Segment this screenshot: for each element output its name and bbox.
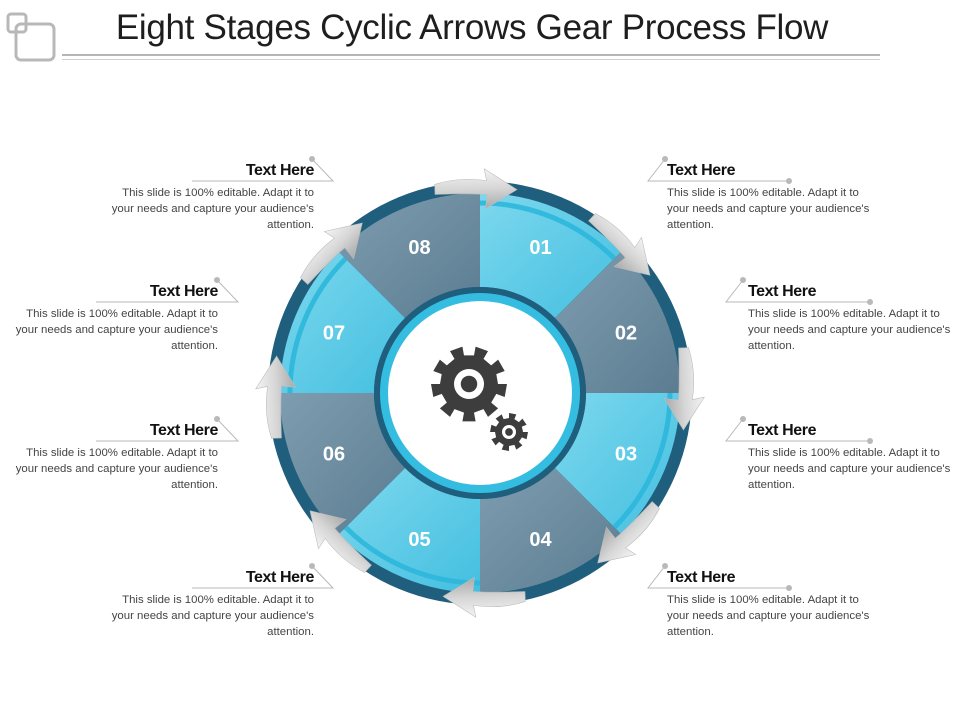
callout-dot-a-02 xyxy=(740,277,746,283)
segment-accent-01 xyxy=(479,200,617,261)
cycle-arrow-7 xyxy=(255,355,297,439)
callout-text-08: This slide is 100% editable. Adapt it to… xyxy=(111,187,314,231)
callout-heading-07: Text Here xyxy=(149,283,219,300)
callout-line-05 xyxy=(192,565,335,589)
numbers-layer: 01 02 03 04 05 06 07 08 xyxy=(323,237,637,551)
callout-heading-06: Text Here xyxy=(149,422,219,439)
gear-hub xyxy=(505,428,513,436)
segment-01 xyxy=(480,193,622,319)
callout-text-02: This slide is 100% editable. Adapt it to… xyxy=(748,308,951,352)
stage-number-01: 01 xyxy=(529,237,551,259)
callout-dot-06 xyxy=(214,416,220,422)
callout-line-06 xyxy=(96,418,240,442)
corner-squares-icon xyxy=(6,12,56,62)
cycle-arrow-3 xyxy=(663,347,705,431)
cycle-arrow-1 xyxy=(434,168,518,210)
callout-line-01 xyxy=(646,158,789,182)
callout-dot-05 xyxy=(309,563,315,569)
cycle-arrow-4 xyxy=(597,501,660,564)
callout-dot-07 xyxy=(214,277,220,283)
callout-text-03: This slide is 100% editable. Adapt it to… xyxy=(748,447,951,491)
callout-text-04: This slide is 100% editable. Adapt it to… xyxy=(667,594,870,638)
callout-line-07 xyxy=(96,279,240,303)
segment-02 xyxy=(554,251,680,393)
callout-heading-02: Text Here xyxy=(748,283,817,300)
stage-number-06: 06 xyxy=(323,443,345,465)
callout-dot-a-01 xyxy=(662,156,668,162)
cycle-arrow-8 xyxy=(300,222,363,285)
callout-text-06: This slide is 100% editable. Adapt it to… xyxy=(15,447,218,491)
segment-03 xyxy=(554,393,680,535)
segment-08 xyxy=(338,193,480,319)
segment-05 xyxy=(338,467,480,593)
callout-line-04 xyxy=(646,565,789,589)
callout-text-01: This slide is 100% editable. Adapt it to… xyxy=(667,187,870,231)
callout-heading-01: Text Here xyxy=(667,162,736,179)
callout-dot-b-03 xyxy=(867,438,873,444)
callout-dot-b-01 xyxy=(786,178,792,184)
callout-text-05: This slide is 100% editable. Adapt it to… xyxy=(111,594,314,638)
arrows-layer xyxy=(255,168,705,618)
gear-hub xyxy=(460,375,478,393)
callout-text-07: This slide is 100% editable. Adapt it to… xyxy=(15,308,218,352)
segment-accent-07 xyxy=(287,256,348,394)
cycle-arrow-6 xyxy=(309,510,372,573)
stage-number-08: 08 xyxy=(408,237,430,259)
segment-04 xyxy=(480,467,622,593)
cycle-arrow-5 xyxy=(442,576,526,618)
callout-heading-05: Text Here xyxy=(245,569,315,586)
callout-dot-a-04 xyxy=(662,563,668,569)
callout-heading-08: Text Here xyxy=(245,162,315,179)
callout-dot-08 xyxy=(309,156,315,162)
segments-layer xyxy=(280,193,680,593)
cycle-arrow-2 xyxy=(588,213,651,276)
callout-connectors xyxy=(96,156,873,591)
segment-accent-03 xyxy=(612,392,673,530)
segment-07 xyxy=(280,251,406,393)
stage-number-07: 07 xyxy=(323,323,345,345)
stage-number-02: 02 xyxy=(615,323,637,345)
callout-line-02 xyxy=(724,279,870,303)
callout-dot-b-02 xyxy=(867,299,873,305)
segment-06 xyxy=(280,393,406,535)
page-title: Eight Stages Cyclic Arrows Gear Process … xyxy=(115,8,829,47)
stage-number-04: 04 xyxy=(529,529,552,551)
title-divider xyxy=(62,54,880,60)
callout-dot-b-04 xyxy=(786,585,792,591)
stage-number-03: 03 xyxy=(615,443,637,465)
callout-line-08 xyxy=(192,158,335,182)
stage-number-05: 05 xyxy=(408,529,430,551)
callout-heading-04: Text Here xyxy=(667,569,736,586)
callout-line-03 xyxy=(724,418,870,442)
callout-heading-03: Text Here xyxy=(748,422,817,439)
gear-icon xyxy=(431,346,528,451)
callout-dot-a-03 xyxy=(740,416,746,422)
segment-accent-05 xyxy=(343,525,481,586)
